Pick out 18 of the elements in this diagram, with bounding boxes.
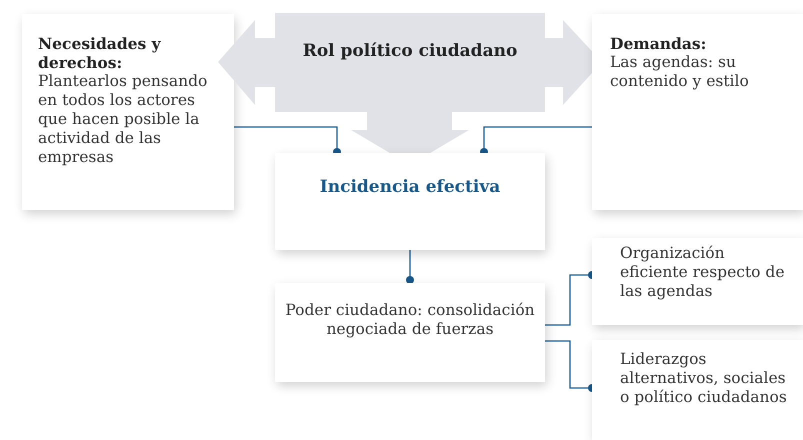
body-text: Organización eficiente respecto de las agendas <box>620 244 786 301</box>
connector-line <box>406 250 414 284</box>
heading-text: Demandas: <box>610 34 708 53</box>
result-card <box>275 153 545 250</box>
info-card <box>592 238 803 325</box>
info-card <box>592 14 803 210</box>
body-text: Las agendas: su contenido y estilo <box>610 53 750 91</box>
heading-text: Incidencia efectiva <box>318 177 502 198</box>
body-text: Plantearlos pensando en todos los actores que hacen posible la actividad de las empresas <box>38 72 208 167</box>
heading-text: Necesidades y derechos: <box>38 34 162 72</box>
info-card <box>22 14 234 210</box>
info-card <box>592 340 803 440</box>
connector-line <box>234 126 341 156</box>
info-card <box>275 283 545 382</box>
body-text: Poder ciudadano: consolidación negociada de fuerzas <box>285 301 535 339</box>
body-text: Liderazgos alternativos, sociales o político ciudadanos <box>620 350 788 407</box>
title-text: Rol político ciudadano <box>302 41 518 62</box>
connector-line <box>480 126 592 156</box>
